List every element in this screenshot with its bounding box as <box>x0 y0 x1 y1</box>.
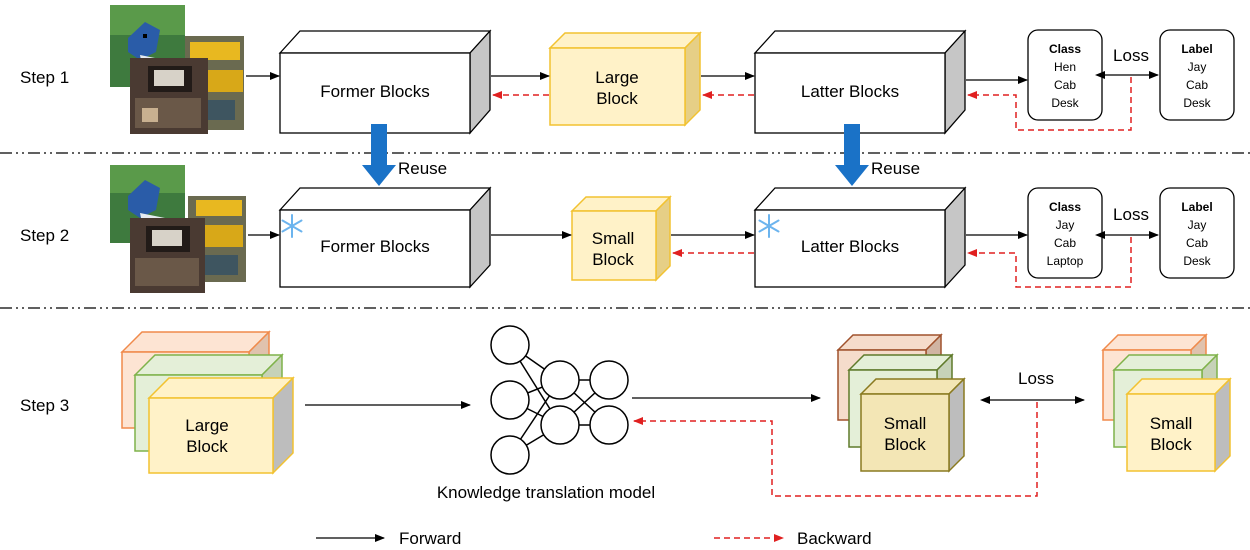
nn-node <box>540 405 580 445</box>
step-2-image-stack <box>110 165 246 293</box>
small-block-label-line2: Block <box>592 250 634 269</box>
backward-arrow <box>967 77 1132 131</box>
label-title: Label <box>1181 200 1212 214</box>
label-item: Jay <box>1188 60 1207 74</box>
step-1-label-box: Label Jay Cab Desk <box>1159 29 1235 121</box>
large-block-label-line1: Large <box>595 68 638 87</box>
translation-model-label: Knowledge translation model <box>437 483 655 502</box>
down-arrow-icon <box>835 124 869 186</box>
stacked-block-yellow <box>147 376 295 475</box>
nn-node <box>540 360 580 400</box>
small-block-label-line1: Small <box>884 414 927 433</box>
backward-arrow <box>967 237 1132 288</box>
step-1-loss-label: Loss <box>1113 46 1149 65</box>
class-title: Class <box>1049 42 1081 56</box>
step-1-former-blocks: Former Blocks <box>278 29 492 135</box>
class-item: Hen <box>1054 60 1076 74</box>
small-block-label-line2: Block <box>1150 435 1192 454</box>
step-1-class-box: Class Hen Cab Desk <box>1027 29 1103 121</box>
backward-arrow <box>633 402 1038 497</box>
snowflake-icon <box>281 214 303 238</box>
desk-image <box>130 218 205 293</box>
latter-blocks-label: Latter Blocks <box>801 237 899 256</box>
step-3-large-block-stack: Large Block <box>120 330 295 475</box>
nn-node <box>490 380 530 420</box>
legend-backward-label: Backward <box>797 529 872 548</box>
reuse-label: Reuse <box>398 159 447 178</box>
knowledge-translation-model <box>490 325 629 475</box>
label-item: Jay <box>1188 218 1207 232</box>
label-item: Desk <box>1183 254 1211 268</box>
label-title: Label <box>1181 42 1212 56</box>
step-2-small-block: Small Block <box>570 195 672 282</box>
class-item: Desk <box>1051 96 1079 110</box>
desk-image <box>130 58 208 134</box>
step-1-large-block: Large Block <box>548 31 702 127</box>
small-block-label-line1: Small <box>592 229 635 248</box>
nn-node <box>490 325 530 365</box>
small-block-label-line2: Block <box>884 435 926 454</box>
class-item: Cab <box>1054 236 1076 250</box>
class-title: Class <box>1049 200 1081 214</box>
step-2-label: Step 2 <box>20 226 69 245</box>
label-item: Cab <box>1186 236 1208 250</box>
reuse-arrow-former: Reuse <box>362 124 447 186</box>
step-3-label: Step 3 <box>20 396 69 415</box>
stacked-block-yellow <box>1125 377 1232 473</box>
reuse-arrow-latter: Reuse <box>835 124 920 186</box>
stacked-block-olive <box>859 377 966 473</box>
former-blocks-label: Former Blocks <box>320 82 430 101</box>
step-1-image-stack <box>110 5 244 134</box>
label-item: Cab <box>1186 78 1208 92</box>
step-2-class-box: Class Jay Cab Laptop <box>1027 187 1103 279</box>
step-2-loss-label: Loss <box>1113 205 1149 224</box>
legend-forward-label: Forward <box>399 529 461 548</box>
step-1-label: Step 1 <box>20 68 69 87</box>
large-block-label-line1: Large <box>185 416 228 435</box>
class-item: Jay <box>1056 218 1075 232</box>
step-1-latter-blocks: Latter Blocks <box>753 29 967 135</box>
class-item: Cab <box>1054 78 1076 92</box>
step-2-latter-blocks: Latter Blocks <box>753 186 967 289</box>
step-2-label-box: Label Jay Cab Desk <box>1159 187 1235 279</box>
step-3-loss-label: Loss <box>1018 369 1054 388</box>
large-block-label-line2: Block <box>596 89 638 108</box>
large-block-label-line2: Block <box>186 437 228 456</box>
down-arrow-icon <box>362 124 396 186</box>
latter-blocks-label: Latter Blocks <box>801 82 899 101</box>
former-blocks-label: Former Blocks <box>320 237 430 256</box>
legend: Forward Backward <box>316 529 872 548</box>
step-2-former-blocks: Former Blocks <box>278 186 492 289</box>
class-item: Laptop <box>1047 254 1084 268</box>
nn-node <box>589 360 629 400</box>
small-block-label-line1: Small <box>1150 414 1193 433</box>
step-3-small-block-stack-right: Small Block <box>1101 333 1232 473</box>
reuse-label: Reuse <box>871 159 920 178</box>
label-item: Desk <box>1183 96 1211 110</box>
nn-node <box>589 405 629 445</box>
nn-node <box>490 435 530 475</box>
step-3-small-block-stack-middle: Small Block <box>836 333 966 473</box>
snowflake-icon <box>758 214 780 238</box>
